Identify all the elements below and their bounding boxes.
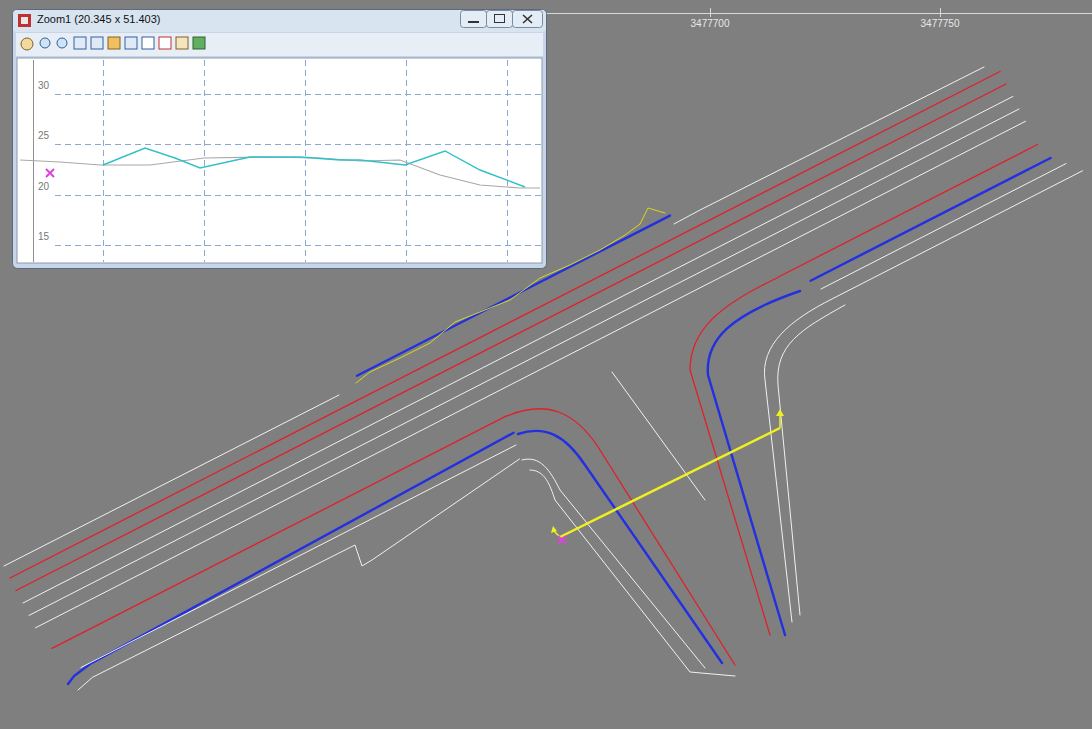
lane-string — [52, 416, 507, 649]
cursor-cross — [558, 536, 566, 544]
grid-line — [55, 94, 541, 95]
cursor-cross-stroke — [558, 536, 566, 544]
edge-string — [674, 67, 984, 224]
edge-string — [778, 305, 845, 615]
kerb-string — [518, 431, 722, 663]
edge-string — [81, 445, 516, 668]
grid-line — [406, 60, 407, 262]
kerb-string — [708, 291, 800, 635]
edge-string — [764, 299, 832, 622]
tool-icon — [159, 37, 171, 49]
grid-line — [55, 195, 541, 196]
ground-profile — [20, 157, 540, 188]
coordinate-ruler — [546, 8, 1092, 17]
zoom-out-icon — [57, 38, 67, 48]
section-line-path — [560, 428, 780, 537]
window-title: Zoom1 (20.345 x 51.403) — [36, 13, 162, 26]
section-arrowhead — [776, 409, 784, 416]
lane-string — [507, 409, 735, 665]
lane-string — [777, 145, 1037, 278]
grid-line — [507, 60, 508, 262]
ruler-tick — [940, 8, 941, 17]
maximize-button — [487, 11, 513, 28]
axis-value: 20 — [37, 181, 50, 193]
tool-icon — [125, 37, 137, 49]
tool-icon — [176, 37, 188, 49]
close-glyph — [523, 15, 532, 23]
edge-string — [78, 459, 520, 690]
ruler-value: 3477700 — [690, 18, 731, 30]
window-frame — [13, 10, 547, 269]
maximize-glyph — [495, 15, 505, 23]
kerb-string — [68, 433, 514, 684]
title-bar — [13, 10, 546, 32]
toolbar — [16, 33, 543, 56]
section-arrowhead — [551, 526, 557, 533]
ruler-tick — [710, 8, 711, 17]
profile-cursor — [46, 169, 54, 177]
ruler-value: 3477750 — [920, 18, 961, 30]
ruler-line — [546, 13, 1092, 14]
tool-icon — [74, 37, 86, 49]
app-icon-inner — [21, 17, 28, 24]
zoom-window — [13, 10, 547, 269]
section-line — [551, 409, 784, 544]
minimize-glyph — [468, 21, 479, 23]
edge-string — [833, 171, 1083, 299]
close-button — [513, 11, 543, 28]
plot-area — [17, 58, 542, 263]
edge-string — [821, 164, 1066, 289]
tool-icon — [91, 37, 103, 49]
axis-value: 15 — [37, 231, 50, 243]
grid-line — [55, 245, 541, 246]
app-icon — [18, 14, 31, 27]
edge-string — [522, 459, 705, 668]
section-end-tick — [779, 414, 781, 428]
grid-lines — [55, 60, 541, 262]
tool-icon — [193, 37, 205, 49]
axis-value: 30 — [37, 80, 50, 92]
grid-line — [103, 60, 104, 262]
tool-icon — [108, 37, 120, 49]
minimize-button — [461, 11, 487, 28]
axis-value: 25 — [37, 130, 50, 142]
toolbar-icons — [21, 37, 205, 50]
kerb-string — [811, 158, 1051, 281]
grid-line — [305, 60, 306, 262]
tool-icon — [142, 37, 154, 49]
cursor-cross-stroke — [558, 536, 566, 544]
edge-string — [4, 395, 339, 566]
lane-string — [690, 278, 777, 635]
zoom-in-icon — [40, 38, 50, 48]
grid-line — [204, 60, 205, 262]
design-profile — [103, 148, 525, 187]
grid-line — [55, 144, 541, 145]
centre-string — [612, 372, 705, 500]
pan-icon — [21, 38, 33, 50]
